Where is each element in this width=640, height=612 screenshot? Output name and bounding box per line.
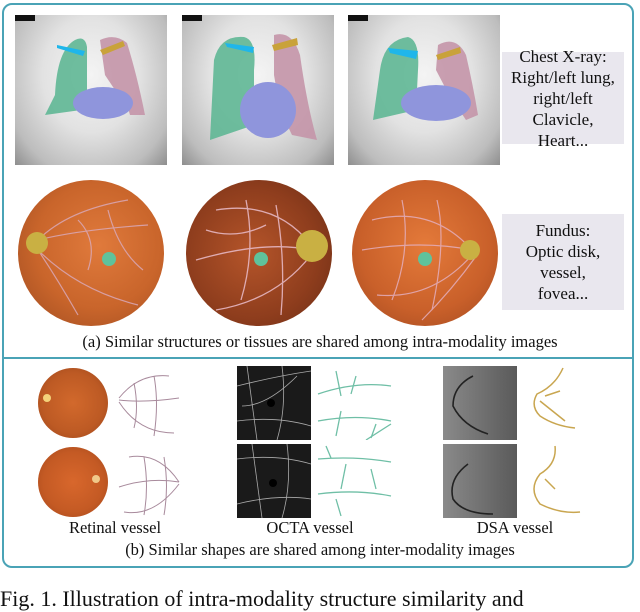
chest-xray-label-line4: Heart...	[537, 130, 589, 150]
optic-disk-marker	[460, 240, 480, 260]
chest-xray-image-1	[15, 15, 167, 165]
dsa-vessel-label: DSA vessel	[476, 518, 554, 537]
fundus-label-line1: Fundus:	[535, 221, 591, 240]
fundus-label-line4: fovea...	[537, 284, 589, 303]
optic-disk-marker	[296, 230, 328, 262]
chest-xray-label-line1: Chest X-ray:	[519, 46, 607, 66]
fovea-marker	[254, 252, 268, 266]
retinal-vessel-label: Retinal vessel	[68, 518, 162, 537]
figure-frame	[2, 3, 634, 568]
octa-image-2	[236, 443, 312, 519]
octa-vessel-label: OCTA vessel	[266, 518, 354, 537]
panel-b-caption: (b) Similar shapes are shared among inte…	[125, 540, 515, 559]
fundus-label: Fundus: Optic disk, vessel, fovea...	[502, 214, 624, 310]
octa-vessel-mask-1	[317, 370, 392, 440]
chest-xray-image-3	[348, 15, 500, 165]
octa-image-1	[236, 365, 312, 441]
fundus-label-line3: vessel,	[540, 263, 586, 282]
chest-xray-image-2	[182, 15, 334, 165]
chest-xray-label-line3: right/left Clavicle,	[532, 88, 594, 129]
retinal-vessel-mask-2	[118, 455, 180, 516]
dsa-vessel-mask-1	[533, 367, 576, 429]
dsa-vessel-mask-2	[533, 445, 581, 514]
octa-vessel-mask-2	[317, 445, 392, 517]
fundus-image-2	[186, 180, 332, 326]
dsa-image-1	[443, 366, 517, 440]
fovea-marker	[418, 252, 432, 266]
chest-xray-label: Chest X-ray: Right/left lung, right/left…	[502, 47, 624, 150]
retinal-image-2	[38, 447, 108, 517]
fundus-label-line2: Optic disk,	[525, 242, 601, 261]
chest-xray-label-line2: Right/left lung,	[511, 67, 615, 87]
figure-caption: Fig. 1. Illustration of intra-modality s…	[0, 586, 524, 611]
retinal-image-1	[38, 368, 108, 438]
panel-divider	[2, 357, 634, 359]
retinal-vessel-mask-1	[118, 375, 180, 437]
fundus-image-3	[352, 180, 498, 326]
panel-a-caption: (a) Similar structures or tissues are sh…	[82, 332, 558, 351]
dsa-image-2	[443, 444, 517, 518]
fundus-image-1	[18, 180, 164, 326]
optic-disk-marker	[26, 232, 48, 254]
fovea-marker	[102, 252, 116, 266]
